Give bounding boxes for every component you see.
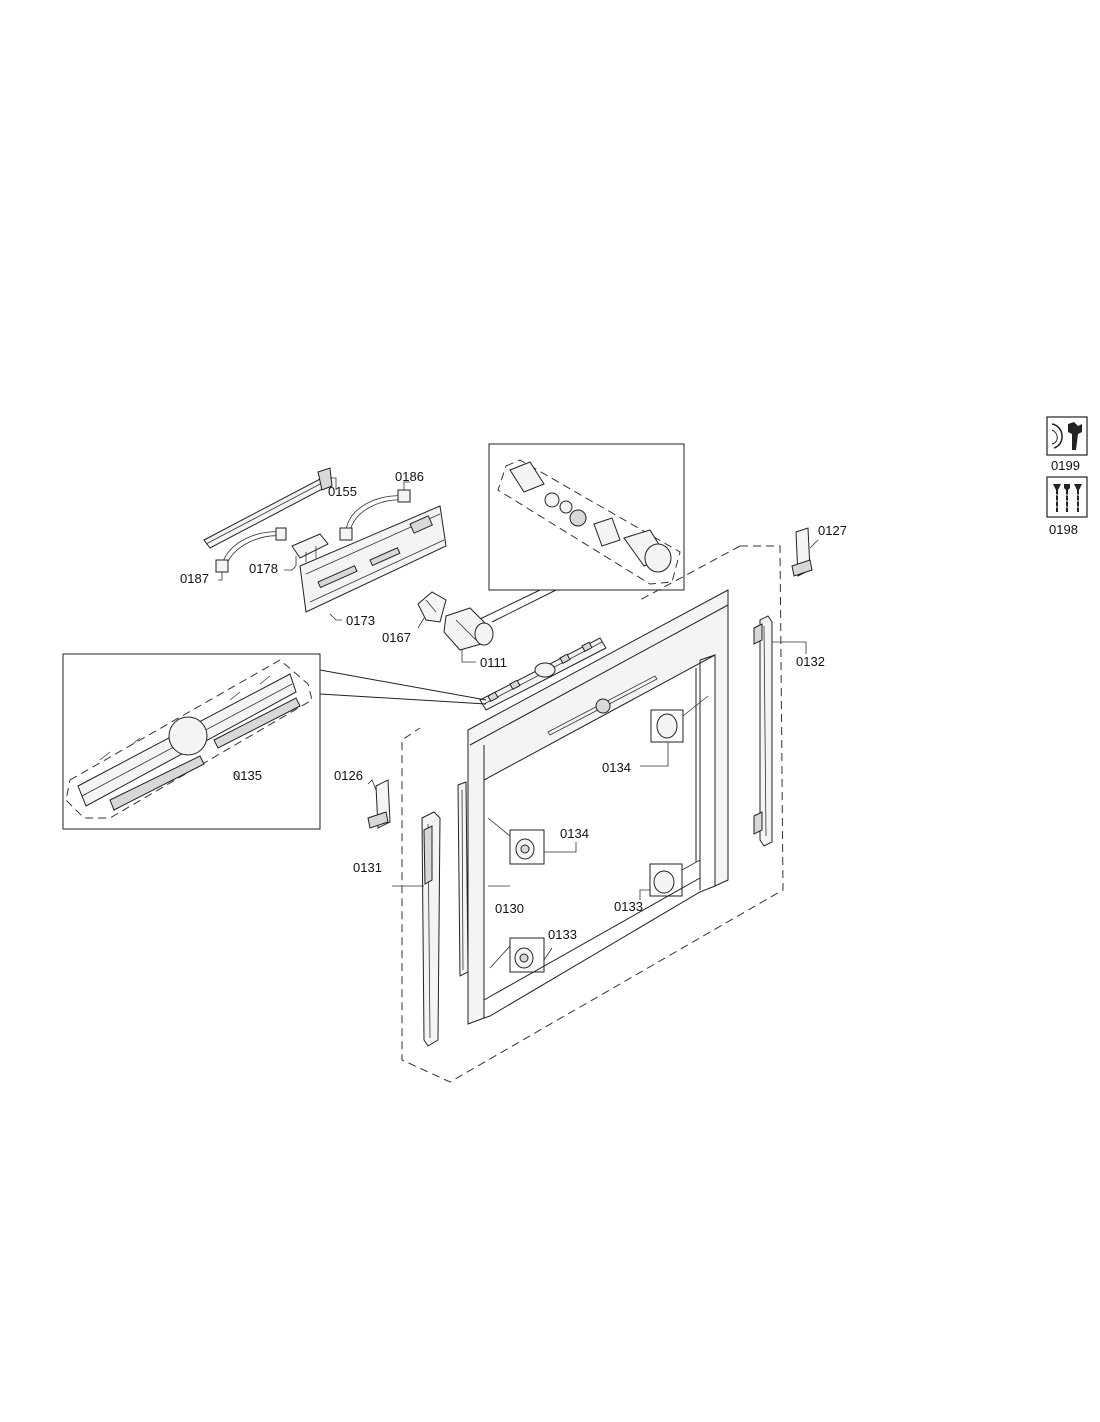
right-side-trim [753,615,773,847]
harness-0187 [215,527,287,573]
label-0178: 0178 [249,561,278,576]
label-0133-right: 0133 [614,899,643,914]
label-0134-lower: 0134 [560,826,589,841]
label-0187: 0187 [180,571,209,586]
bracket-0127 [791,527,813,577]
label-0199: 0199 [1051,458,1080,473]
insert-0133-left [489,937,545,973]
label-0134-upper: 0134 [602,760,631,775]
detail-box-knob [477,443,685,623]
label-0198: 0198 [1049,522,1078,537]
harness-0186 [339,489,411,541]
label-0173: 0173 [346,613,375,628]
frame-left-rail-inner [461,789,464,971]
control-board [299,505,447,613]
label-0135: 0135 [233,768,262,783]
detail-box-0135 [62,653,487,830]
frame-left-rail [457,781,469,977]
screws-icon [1046,476,1088,518]
assembly-dashed-outline [401,545,784,1083]
bracket-bar-0155 [203,467,333,549]
label-0127: 0127 [818,523,847,538]
insert-0134-upper [650,695,709,743]
label-0167: 0167 [382,630,411,645]
wrench-icon [1046,416,1088,456]
label-0126: 0126 [334,768,363,783]
label-0131: 0131 [353,860,382,875]
clip-0167 [417,591,447,623]
label-0132: 0132 [796,654,825,669]
label-0133-left: 0133 [548,927,577,942]
insert-0134-lower [487,817,545,865]
knob-0111 [443,607,494,651]
label-0155: 0155 [328,484,357,499]
front-frame [467,589,729,1025]
assembly-dashed-top [639,545,741,601]
left-side-trim [421,811,441,1047]
control-rail [479,637,607,711]
insert-0133-right [649,859,701,897]
label-0186: 0186 [395,469,424,484]
connector-0178 [291,533,329,566]
label-0111: 0111 [480,655,507,670]
bracket-0126 [367,779,391,829]
leader-lines [218,477,819,961]
label-0130: 0130 [495,901,524,916]
